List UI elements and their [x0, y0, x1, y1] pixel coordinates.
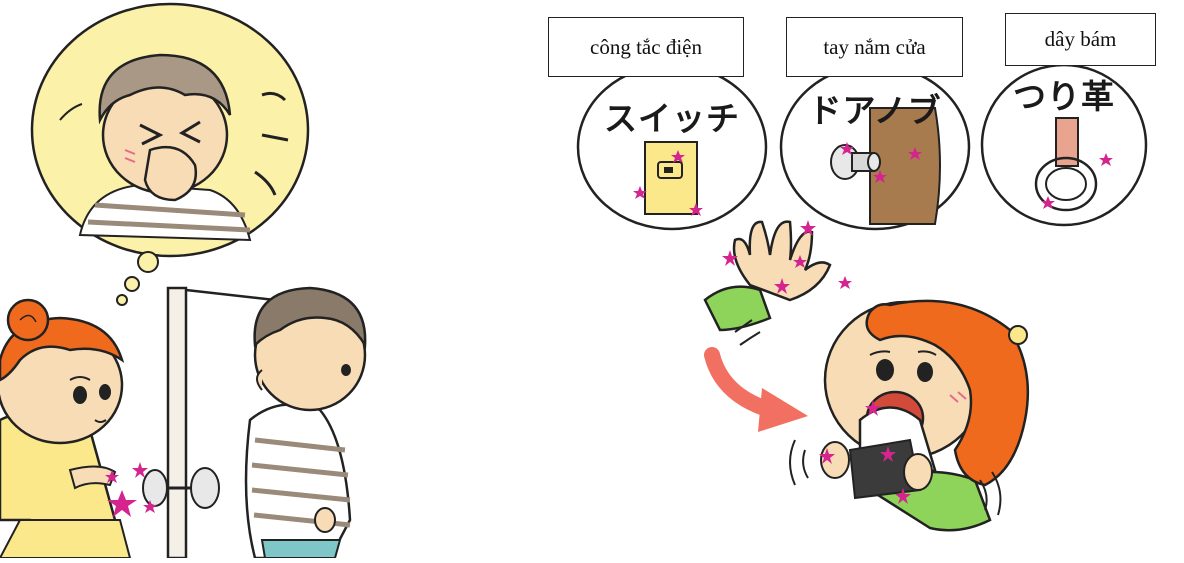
door-knob-label-text: tay nắm cửa [823, 34, 926, 59]
strap-circle-title: つり革 [1013, 77, 1115, 116]
door-knob-label: tay nắm cửa [786, 17, 963, 77]
switch-circle: スイッチ [576, 63, 768, 231]
switch-label-text: công tắc điện [590, 34, 702, 59]
transmission-arrow [704, 347, 808, 432]
strap-circle: つり革 [980, 63, 1148, 227]
door-knob-circle-title: ドアノブ [808, 91, 941, 130]
sneezing-boy [59, 53, 289, 242]
switch-label: công tắc điện [548, 17, 744, 77]
strap-label-text: dây bám [1044, 27, 1117, 51]
germs-on-surfaces [633, 142, 1113, 216]
germs-on-food [819, 400, 911, 504]
girl-eating [789, 299, 1030, 532]
door-knob-circle: ドアノブ [779, 63, 971, 231]
germs-on-hand [722, 220, 852, 294]
strap-label: dây bám [1005, 13, 1156, 66]
reaching-hand [703, 220, 832, 346]
open-door [142, 286, 276, 560]
walking-boy [244, 286, 367, 560]
germs-left [105, 462, 157, 517]
switch-circle-title: スイッチ [604, 99, 740, 138]
girl-touching-knob [0, 298, 132, 559]
